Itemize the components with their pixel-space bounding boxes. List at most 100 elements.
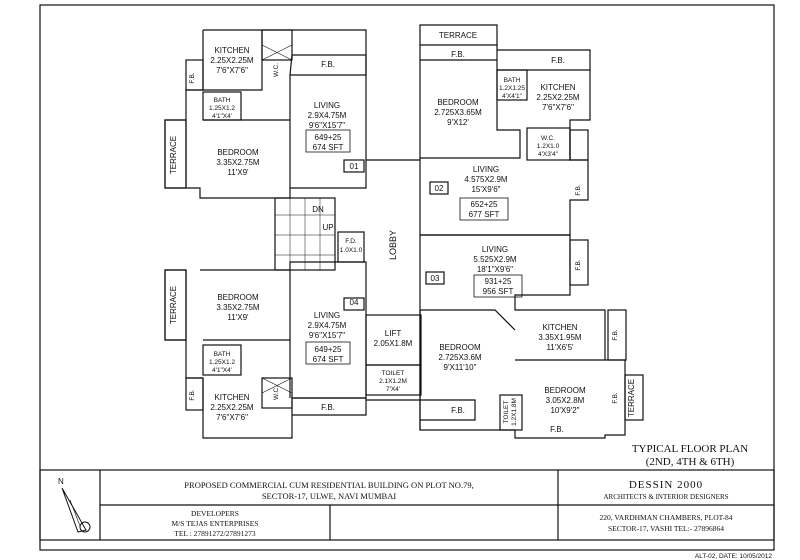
u2-fb: F.B. [451, 50, 465, 59]
u4-living-label: LIVING [314, 311, 340, 320]
u2-area-carpet: 652+25 [471, 200, 498, 209]
project-line-2: SECTOR-17, ULWE, NAVI MUMBAI [262, 491, 397, 501]
u2-living-size-m: 4.575X2.9M [464, 175, 507, 184]
u2-wc-size-ft: 4'X3'4" [538, 151, 559, 158]
fd-label: F.D. [345, 238, 357, 245]
unit-01-walls [164, 29, 367, 199]
u2-kitchen-size-ft: 7'6"X7'6" [542, 103, 574, 112]
u4-fb: F.B. [321, 403, 335, 412]
u2-unit-tag: 02 [435, 184, 444, 193]
u4-bedroom-size-ft: 11'X9' [227, 313, 249, 322]
u3-kitchen-size-ft: 11'X6'5' [546, 343, 574, 352]
lift-size: 2.05X1.8M [374, 339, 413, 348]
u2-bath-size-m: 1.2X1.25 [499, 85, 525, 92]
project-line-1: PROPOSED COMMERCIAL CUM RESIDENTIAL BUIL… [184, 480, 473, 490]
revision-footer: ALT-02, DATE: 10/05/2012 [695, 553, 772, 560]
plan-subtitle: (2ND, 4TH & 6TH) [646, 456, 735, 468]
u1-living-size-m: 2.9X4.75M [308, 111, 347, 120]
u2-living-label: LIVING [473, 165, 499, 174]
sheet-border [39, 4, 775, 551]
plan-title: TYPICAL FLOOR PLAN [632, 443, 748, 455]
u2-bedroom-label: BEDROOM [437, 98, 479, 107]
title-block-frame [39, 469, 775, 541]
u1-bath-size-m: 1.25X1.2 [209, 105, 235, 112]
u4-unit-tag: 04 [350, 298, 359, 307]
fd-size: 1.0X1.0 [340, 247, 363, 254]
u2-bath-label: BATH [504, 77, 521, 84]
firm-address-2: SECTOR-17, VASHI TEL:- 27896864 [608, 524, 724, 533]
u3-fb-bed: F.B. [612, 392, 619, 403]
lift-label: LIFT [385, 329, 402, 338]
u2-kitchen-size-m: 2.25X2.25M [536, 93, 579, 102]
u1-wc-label: W.C. [273, 63, 280, 77]
u3-toilet2-size-m: 2.1X1.2M [379, 378, 407, 385]
core-walls [274, 159, 422, 401]
u3-toilet-label: TOILET [503, 401, 510, 424]
u4-fb-side: F.B. [189, 389, 196, 400]
u3-bedroom1-size-m: 2.725X3.6M [438, 353, 481, 362]
stair-up: UP [322, 223, 333, 232]
u3-bedroom1-size-ft: 9'X11'10" [444, 363, 477, 372]
u2-kitchen-label: KITCHEN [540, 83, 575, 92]
u2-bedroom-size-m: 2.725X3.65M [434, 108, 482, 117]
u3-living-label: LIVING [482, 245, 508, 254]
u1-kitchen-size-ft: 7'6"X7'6" [216, 66, 248, 75]
u4-living-size-m: 2.9X4.75M [308, 321, 347, 330]
u4-area-carpet: 649+25 [315, 345, 342, 354]
u4-living-size-ft: 9'6"X15'7" [309, 331, 345, 340]
u1-bath-size-ft: 4'1"X4' [212, 113, 232, 120]
u1-kitchen-size-m: 2.25X2.25M [210, 56, 253, 65]
unit-04-walls [164, 261, 367, 439]
developers-heading: DEVELOPERS [191, 509, 239, 518]
u1-bedroom-size-ft: 11'X9' [227, 168, 249, 177]
u3-fb-bottom: F.B. [550, 425, 564, 434]
north-arrow-icon [61, 487, 91, 533]
u2-fb-top: F.B. [551, 56, 565, 65]
u1-area-carpet: 649+25 [315, 133, 342, 142]
u4-bath-size-ft: 4'1"X4' [212, 367, 232, 374]
u1-bedroom-size-m: 3.35X2.75M [216, 158, 259, 167]
developer-tel: TEL : 27891272/27891273 [174, 529, 256, 538]
u3-living-size-m: 5.525X2.9M [473, 255, 516, 264]
u4-terrace: TERRACE [169, 286, 178, 324]
u3-fb-kitchen: F.B. [612, 329, 619, 340]
u2-wc-size-m: 1.2X1.0 [537, 143, 560, 150]
u4-bath-label: BATH [214, 351, 231, 358]
stair-dn: DN [312, 205, 324, 214]
u2-fb-side: F.B. [575, 184, 582, 195]
u3-bedroom2-size-ft: 10'X9'2" [550, 406, 579, 415]
u3-terrace: TERRACE [627, 379, 636, 417]
u1-fb: F.B. [321, 60, 335, 69]
u4-bedroom-label: BEDROOM [217, 293, 259, 302]
u3-bedroom1-label: BEDROOM [439, 343, 481, 352]
u4-kitchen-size-m: 2.25X2.25M [210, 403, 253, 412]
u2-terrace: TERRACE [439, 31, 477, 40]
u3-kitchen-label: KITCHEN [542, 323, 577, 332]
u3-area-sft: 956 SFT [483, 287, 514, 296]
u4-bedroom-size-m: 3.35X2.75M [216, 303, 259, 312]
u1-terrace: TERRACE [169, 136, 178, 174]
unit-03-walls [419, 234, 644, 439]
u3-toilet-size: 1.2X1.8M [511, 398, 518, 426]
u2-area-sft: 677 SFT [469, 210, 500, 219]
u1-kitchen-label: KITCHEN [214, 46, 249, 55]
developer-name: M/S TEJAS ENTERPRISES [172, 519, 259, 528]
u1-living-label: LIVING [314, 101, 340, 110]
u1-bath-label: BATH [214, 97, 231, 104]
u1-fb-side: F.B. [189, 72, 196, 83]
firm-address-1: 220, VARDHMAN CHAMBERS, PLOT-84 [599, 513, 732, 522]
u1-unit-tag: 01 [350, 162, 359, 171]
u3-toilet2-label: TOILET [382, 370, 405, 377]
u4-kitchen-label: KITCHEN [214, 393, 249, 402]
north-label: N [58, 477, 64, 486]
u4-wc-label: W.C. [273, 386, 280, 400]
u2-wc-label: W.C. [541, 135, 555, 142]
lobby-label: LOBBY [388, 230, 398, 260]
u4-kitchen-size-ft: 7'6"X7'6" [216, 413, 248, 422]
u3-bedroom2-size-m: 3.05X2.8M [546, 396, 585, 405]
u3-bedroom2-label: BEDROOM [544, 386, 586, 395]
u3-toilet2-size-ft: 7'X4' [386, 386, 400, 393]
u2-bedroom-size-ft: 9'X12' [447, 118, 469, 127]
u1-bedroom-label: BEDROOM [217, 148, 259, 157]
